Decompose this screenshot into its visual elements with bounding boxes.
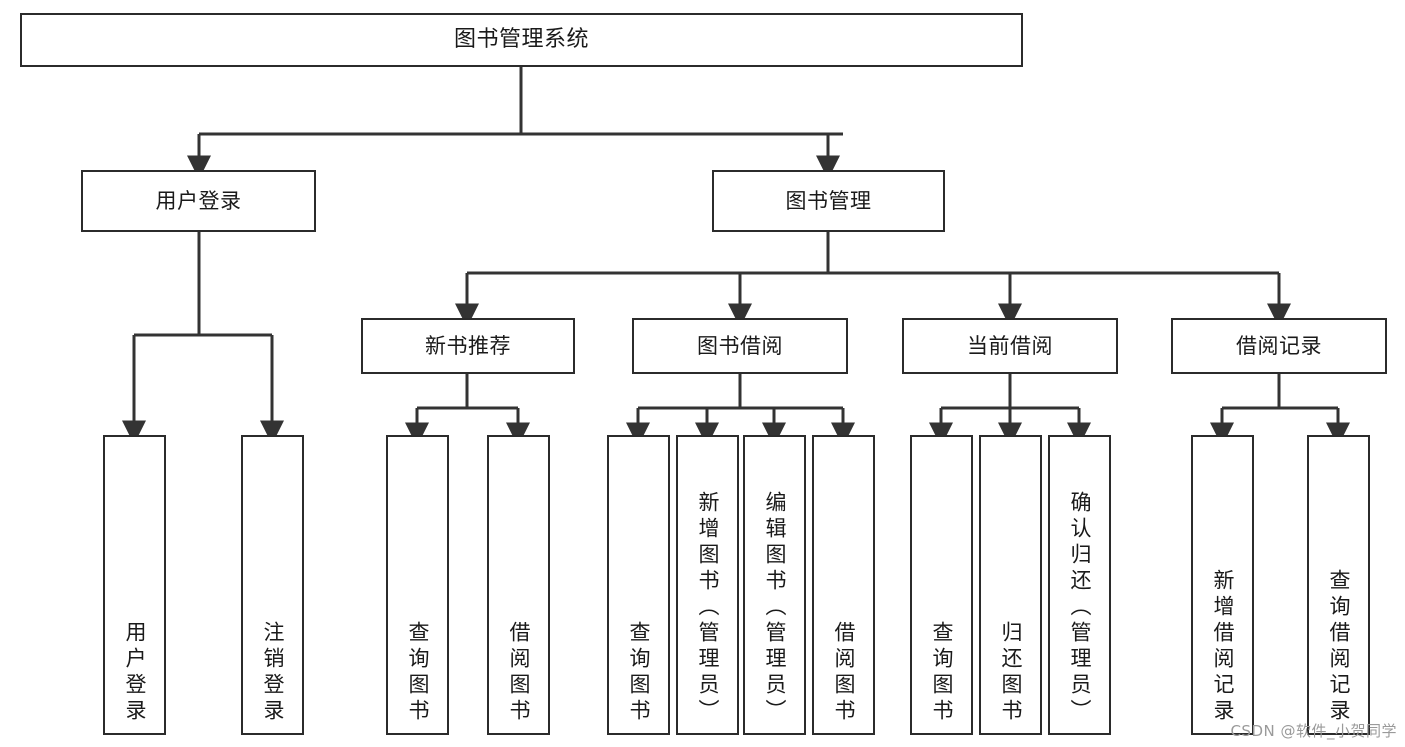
leaf-borrow-book-2[interactable]: 借阅图书 — [812, 435, 875, 735]
leaf-query-book-3[interactable]: 查询图书 — [910, 435, 973, 735]
node-book-manage-label: 图书管理 — [785, 188, 872, 213]
leaf-user-login-label: 用户登录 — [123, 621, 147, 725]
leaf-borrow-book-1-label: 借阅图书 — [507, 621, 531, 725]
leaf-query-book-2-label: 查询图书 — [627, 621, 651, 725]
node-book-manage[interactable]: 图书管理 — [712, 170, 945, 232]
node-root-label: 图书管理系统 — [453, 27, 589, 53]
node-root[interactable]: 图书管理系统 — [20, 13, 1023, 67]
leaf-add-book[interactable]: 新增图书（管理员） — [676, 435, 739, 735]
leaf-edit-book[interactable]: 编辑图书（管理员） — [743, 435, 806, 735]
node-current-borrow[interactable]: 当前借阅 — [902, 318, 1118, 374]
leaf-add-record-label: 新增借阅记录 — [1211, 569, 1235, 725]
leaf-confirm-return[interactable]: 确认归还（管理员） — [1048, 435, 1111, 735]
leaf-query-record-label: 查询借阅记录 — [1327, 569, 1351, 725]
leaf-query-book-2[interactable]: 查询图书 — [607, 435, 670, 735]
leaf-confirm-return-label: 确认归还（管理员） — [1068, 491, 1092, 725]
leaf-query-record[interactable]: 查询借阅记录 — [1307, 435, 1370, 735]
leaf-query-book-3-label: 查询图书 — [930, 621, 954, 725]
node-user-login-label: 用户登录 — [155, 188, 242, 213]
leaf-return-book[interactable]: 归还图书 — [979, 435, 1042, 735]
node-book-borrow-label: 图书借阅 — [697, 333, 783, 358]
leaf-user-login[interactable]: 用户登录 — [103, 435, 166, 735]
leaf-borrow-book-2-label: 借阅图书 — [832, 621, 856, 725]
node-book-borrow[interactable]: 图书借阅 — [632, 318, 848, 374]
node-borrow-record-label: 借阅记录 — [1236, 333, 1322, 358]
node-current-borrow-label: 当前借阅 — [967, 333, 1053, 358]
node-new-book-recommend[interactable]: 新书推荐 — [361, 318, 575, 374]
node-user-login[interactable]: 用户登录 — [81, 170, 316, 232]
leaf-query-book-1-label: 查询图书 — [406, 621, 430, 725]
leaf-add-record[interactable]: 新增借阅记录 — [1191, 435, 1254, 735]
leaf-return-book-label: 归还图书 — [999, 621, 1023, 725]
leaf-logout[interactable]: 注销登录 — [241, 435, 304, 735]
node-new-book-recommend-label: 新书推荐 — [425, 333, 511, 358]
leaf-add-book-label: 新增图书（管理员） — [696, 491, 720, 725]
leaf-edit-book-label: 编辑图书（管理员） — [763, 491, 787, 725]
leaf-borrow-book-1[interactable]: 借阅图书 — [487, 435, 550, 735]
csdn-watermark: CSDN @软件_小贺同学 — [1230, 722, 1397, 740]
leaf-query-book-1[interactable]: 查询图书 — [386, 435, 449, 735]
leaf-logout-label: 注销登录 — [261, 621, 285, 725]
node-borrow-record[interactable]: 借阅记录 — [1171, 318, 1387, 374]
